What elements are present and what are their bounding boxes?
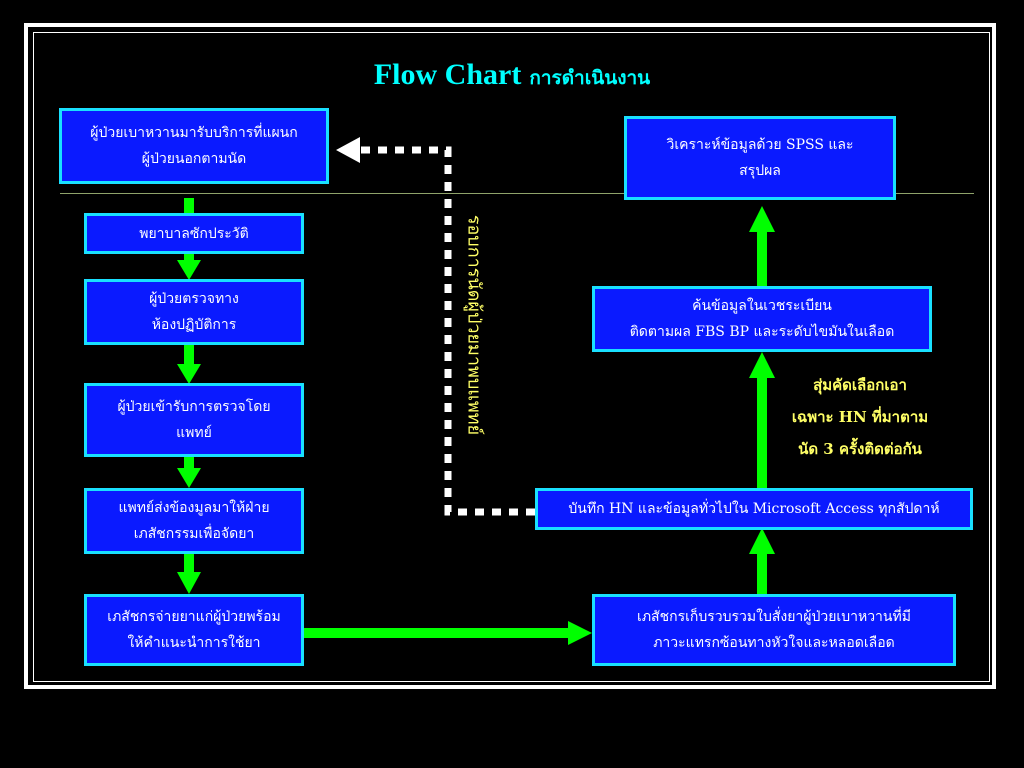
arrow-head-6-7 bbox=[568, 621, 592, 645]
box-search-records: ค้นข้อมูลในเวชระเบียน ติดตามผล FBS BP แล… bbox=[592, 286, 932, 352]
arrow-head-4-5 bbox=[177, 468, 201, 488]
dotted-loop-line bbox=[360, 146, 535, 516]
arrow-head-2-3 bbox=[177, 260, 201, 280]
arrow-head-7-8 bbox=[749, 528, 775, 554]
vertical-loop-label: รอบการนัดผู้ป่วยมาพบแพทย์ bbox=[463, 214, 485, 436]
arrow-head-5-6 bbox=[177, 572, 201, 594]
box-nurse-history-text: พยาบาลซักประวัติ bbox=[139, 225, 249, 242]
box-lab-test: ผู้ป่วยตรวจทาง ห้องปฏิบัติการ bbox=[84, 279, 304, 345]
divider-line bbox=[60, 193, 974, 194]
arrows-right-column bbox=[749, 206, 775, 594]
box-analyze-spss: วิเคราะห์ข้อมูลด้วย SPSS และ สรุปผล bbox=[624, 116, 896, 200]
box-doctor-to-pharmacy: แพทย์ส่งข้องมูลมาให้ฝ่าย เภสัชกรรมเพื่อจ… bbox=[84, 488, 304, 554]
box-pharmacist-dispense-text: เภสัชกรจ่ายยาแก่ผู้ป่วยพร้อม ให้คำแนะนำก… bbox=[107, 609, 281, 651]
slide-frame-inner bbox=[33, 32, 990, 682]
arrow-head-8-9 bbox=[749, 352, 775, 378]
box-patient-arrival-text: ผู้ป่วยเบาหวานมารับบริการที่แผนก ผู้ป่วย… bbox=[90, 125, 298, 167]
box-doctor-exam: ผู้ป่วยเข้ารับการตรวจโดย แพทย์ bbox=[84, 383, 304, 457]
arrow-shaft-5-6 bbox=[184, 552, 194, 576]
arrow-shaft-4-5 bbox=[184, 455, 194, 471]
box-pharmacist-dispense: เภสัชกรจ่ายยาแก่ผู้ป่วยพร้อม ให้คำแนะนำก… bbox=[84, 594, 304, 666]
dotted-loop-arrow-head bbox=[336, 137, 360, 163]
box-doctor-exam-text: ผู้ป่วยเข้ารับการตรวจโดย แพทย์ bbox=[117, 399, 271, 441]
dotted-feedback-loop bbox=[336, 137, 535, 516]
box-search-records-text: ค้นข้อมูลในเวชระเบียน ติดตามผล FBS BP แล… bbox=[629, 298, 895, 340]
arrows-left-column bbox=[177, 198, 201, 594]
arrow-shaft-2-3 bbox=[184, 252, 194, 266]
box-record-access: บันทึก HN และข้อมูลทั่วไปใน Microsoft Ac… bbox=[535, 488, 973, 530]
slide-frame-outer bbox=[24, 23, 996, 689]
arrow-6-7 bbox=[303, 621, 592, 645]
arrow-head-9-10 bbox=[749, 206, 775, 232]
selection-note: สุ่มคัดเลือกเอา เฉพาะ HN ที่มาตาม นัด 3 … bbox=[791, 376, 929, 458]
arrow-head-3-4 bbox=[177, 364, 201, 384]
box-collect-prescriptions-text: เภสัชกรเก็บรวบรวมใบสั่งยาผู้ป่วยเบาหวานท… bbox=[637, 609, 911, 651]
arrow-shaft-7-8 bbox=[757, 550, 767, 594]
arrow-shaft-9-10 bbox=[757, 228, 767, 288]
box-analyze-spss-text: วิเคราะห์ข้อมูลด้วย SPSS และ สรุปผล bbox=[666, 137, 854, 179]
arrow-shaft-1-2 bbox=[184, 198, 194, 214]
arrow-shaft-3-4 bbox=[184, 343, 194, 367]
title-sub: การดำเนินงาน bbox=[529, 67, 651, 89]
arrow-shaft-8-9 bbox=[757, 374, 767, 488]
box-nurse-history: พยาบาลซักประวัติ bbox=[84, 213, 304, 254]
title-main: Flow Chart bbox=[373, 58, 522, 91]
box-patient-arrival: ผู้ป่วยเบาหวานมารับบริการที่แผนก ผู้ป่วย… bbox=[59, 108, 329, 184]
page-title: Flow Chart การดำเนินงาน bbox=[0, 58, 1024, 93]
box-doctor-to-pharmacy-text: แพทย์ส่งข้องมูลมาให้ฝ่าย เภสัชกรรมเพื่อจ… bbox=[118, 500, 270, 542]
arrow-shaft-6-7 bbox=[303, 628, 573, 638]
box-record-access-text: บันทึก HN และข้อมูลทั่วไปใน Microsoft Ac… bbox=[568, 501, 940, 517]
box-collect-prescriptions: เภสัชกรเก็บรวบรวมใบสั่งยาผู้ป่วยเบาหวานท… bbox=[592, 594, 956, 666]
box-lab-test-text: ผู้ป่วยตรวจทาง ห้องปฏิบัติการ bbox=[149, 291, 239, 333]
